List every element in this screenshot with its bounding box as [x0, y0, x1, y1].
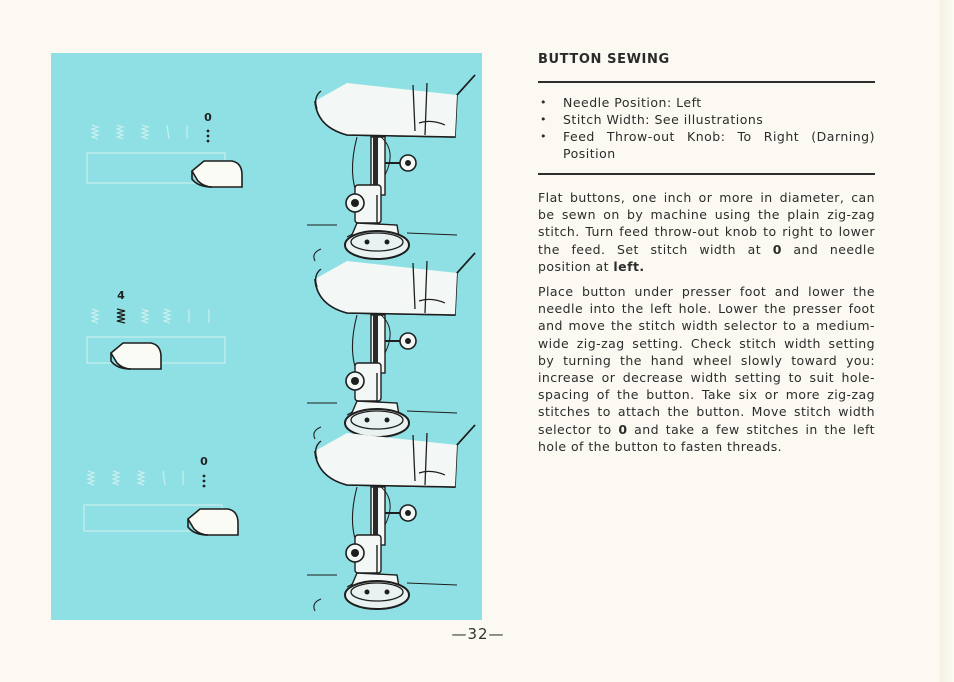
bullet: • — [540, 96, 547, 109]
heading-rule — [538, 81, 875, 83]
paragraph-text: and needle position at — [538, 241, 875, 274]
selector-value-1: 0 — [204, 111, 212, 124]
stitch-width-scale-1 — [91, 124, 210, 143]
paragraph-text: Flat buttons, one inch or more in diamet… — [538, 190, 875, 257]
page-edge — [940, 0, 954, 682]
width-value: 0 — [772, 241, 782, 257]
settings-text: Feed Throw-out Knob: To Right (Darning) … — [563, 129, 875, 161]
selector-value-3: 0 — [200, 455, 208, 468]
selector-lever-3 — [187, 508, 239, 536]
selector-lever-1 — [191, 160, 243, 188]
illustration-panel: 0 4 — [51, 53, 482, 620]
stitch-width-scale-2 — [91, 308, 210, 324]
width-value: 0 — [618, 421, 628, 437]
settings-item-stitch-width: • Stitch Width: See illustrations — [538, 111, 875, 128]
illustration-svg: 0 4 — [83, 74, 476, 612]
bullet: • — [540, 113, 547, 126]
settings-list: • Needle Position: Left • Stitch Width: … — [538, 83, 875, 173]
stitch-width-scale-3 — [87, 470, 206, 488]
needle-position-emphasis: left. — [613, 258, 645, 274]
machine-figure-1 — [306, 74, 476, 262]
illustration-1: 0 — [86, 74, 476, 262]
machine-figure-2 — [306, 252, 476, 440]
machine-figure-3 — [306, 424, 476, 612]
illustration-3: 0 — [83, 424, 476, 612]
selector-lever-2 — [110, 342, 162, 370]
settings-text: Stitch Width: See illustrations — [563, 112, 764, 127]
settings-rule — [538, 173, 875, 175]
paragraph-text: and take a few stitches in the left hole… — [538, 421, 876, 454]
instructions-column: BUTTON SEWING • Needle Position: Left • … — [538, 49, 875, 455]
paragraph-place-button: Place button under presser foot and lowe… — [538, 283, 875, 455]
page-number: —32— — [451, 625, 505, 643]
bullet: • — [540, 130, 547, 143]
illustration-2: 4 — [86, 252, 476, 440]
settings-item-needle-position: • Needle Position: Left — [538, 94, 875, 111]
selector-value-2: 4 — [117, 289, 125, 302]
section-heading: BUTTON SEWING — [538, 52, 670, 67]
paragraph-flat-buttons: Flat buttons, one inch or more in diamet… — [538, 189, 875, 275]
settings-item-feed-throw-out-knob: • Feed Throw-out Knob: To Right (Darning… — [538, 128, 875, 162]
paragraph-text: Place button under presser foot and lowe… — [538, 284, 875, 437]
settings-text: Needle Position: Left — [563, 95, 702, 110]
